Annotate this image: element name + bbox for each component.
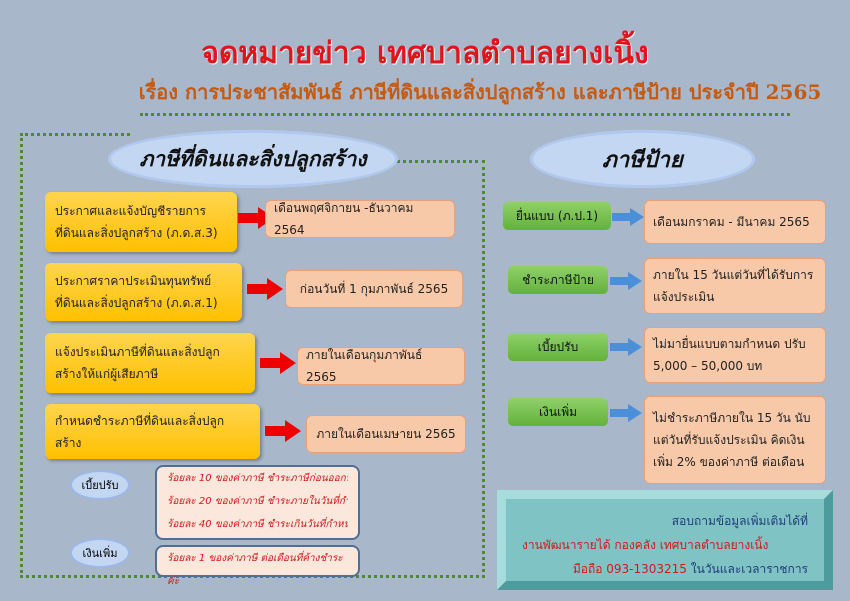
sign-item-3-desc: ไม่มายื่นแบบตามกำหนด ปรับ 5,000 – 50,000… (644, 327, 826, 383)
land-step-1-date: เดือนพฤศจิกายน -ธันวาคม 2564 (265, 200, 455, 238)
page-title: จดหมายข่าว เทศบาลตำบลยางเนิ้ง (201, 36, 649, 71)
sign-item-2-label: ชำระภาษีป้าย (508, 266, 608, 294)
land-step-4: กำหนดชำระภาษีที่ดินและสิ่งปลูกสร้าง (45, 404, 260, 459)
arrow-right-icon (247, 278, 283, 300)
land-step-2-date: ก่อนวันที่ 1 กุมภาพันธ์ 2565 (285, 270, 463, 308)
fine-cloud: เบี้ยปรับ (70, 470, 130, 500)
contact-line-1: สอบถามข้อมูลเพิ่มเติมได้ที่ (671, 514, 808, 528)
sign-item-4-label: เงินเพิ่ม (508, 398, 608, 426)
frame-top-right (390, 160, 485, 163)
land-step-3-date: ภายในเดือนกุมภาพันธ์ 2565 (297, 347, 465, 385)
sign-tax-heading: ภาษีป้าย (530, 130, 755, 188)
arrow-right-icon (612, 208, 644, 226)
surcharge-note: ร้อยละ 1 ของค่าภาษี ต่อเดือนที่ค้างชำระค… (155, 545, 360, 587)
sign-item-3-label: เบี้ยปรับ (508, 333, 608, 361)
arrow-right-icon (265, 420, 301, 442)
fine-note: ร้อยละ 10 ของค่าภาษี ชำระภาษีก่อนออกหนัง… (155, 465, 360, 540)
land-step-1: ประกาศและแจ้งบัญชีรายการที่ดินและสิ่งปลู… (45, 192, 237, 252)
contact-line-2: งานพัฒนารายได้ กองคลัง เทศบาลตำบลยางเนิ้… (522, 538, 769, 552)
sign-item-1-desc: เดือนมกราคม - มีนาคม 2565 (644, 200, 826, 244)
sign-item-1-label: ยื่นแบบ (ภ.ป.1) (503, 202, 611, 230)
contact-box: สอบถามข้อมูลเพิ่มเติมได้ที่ งานพัฒนารายไ… (497, 490, 833, 590)
fine-line: ร้อยละ 40 ของค่าภาษี ชำระเกินวันที่กำหนด… (167, 519, 348, 530)
page-subtitle: เรื่อง การประชาสัมพันธ์ ภาษีที่ดินและสิ่… (138, 80, 822, 104)
frame-right (482, 160, 485, 578)
arrow-right-icon (610, 338, 642, 356)
sign-item-2-desc: ภายใน 15 วันแต่วันที่ได้รับการแจ้งประเมิ… (644, 258, 826, 314)
contact-hours: ในวันและเวลาราชการ (686, 562, 808, 576)
contact-phone: มือถือ 093-1303215 (572, 562, 687, 576)
land-step-3: แจ้งประเมินภาษีที่ดินและสิ่งปลูกสร้างให้… (45, 333, 255, 393)
surcharge-cloud: เงินเพิ่ม (70, 538, 130, 568)
arrow-right-icon (610, 404, 642, 422)
fine-line: ร้อยละ 20 ของค่าภาษี ชำระภายในวันที่กำหน… (167, 496, 348, 507)
arrow-right-icon (260, 352, 296, 374)
arrow-right-icon (610, 272, 642, 290)
land-step-2: ประกาศราคาประเมินทุนทรัพย์ที่ดินและสิ่งป… (45, 263, 242, 321)
land-tax-heading: ภาษีที่ดินและสิ่งปลูกสร้าง (108, 130, 398, 188)
land-step-4-date: ภายในเดือนเมษายน 2565 (306, 415, 466, 453)
sign-item-4-desc: ไม่ชำระภาษีภายใน 15 วัน นับแต่วันที่รับแ… (644, 396, 826, 484)
frame-top-left (20, 133, 130, 136)
fine-line: ร้อยละ 10 ของค่าภาษี ชำระภาษีก่อนออกหนัง… (167, 473, 348, 484)
divider (140, 113, 790, 116)
